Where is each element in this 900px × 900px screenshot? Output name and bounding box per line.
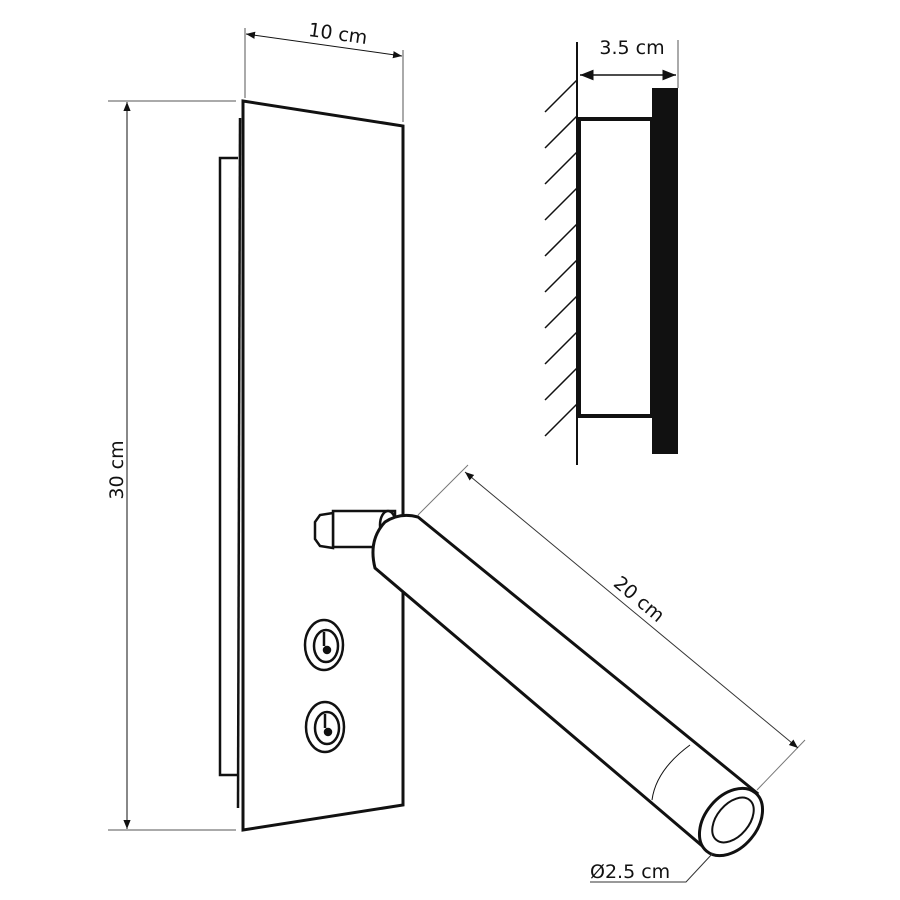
lamp-arm: [371, 513, 765, 858]
side-view: [544, 40, 679, 465]
side-plate: [652, 88, 678, 454]
switch-2[interactable]: [304, 700, 346, 754]
front-plate: [241, 99, 405, 832]
height-dimension: [108, 100, 236, 831]
height-label: 30 cm: [106, 440, 128, 499]
wall-hatching: [544, 79, 578, 437]
diameter-label: Ø2.5 cm: [590, 861, 670, 883]
switch-1[interactable]: [303, 618, 345, 672]
arm-length-dimension: [417, 464, 806, 791]
width-label: 10 cm: [307, 19, 369, 49]
depth-label: 3.5 cm: [599, 37, 664, 59]
width-dimension: [244, 28, 404, 122]
diameter-leader: [590, 852, 714, 883]
back-plate: [218, 117, 242, 809]
